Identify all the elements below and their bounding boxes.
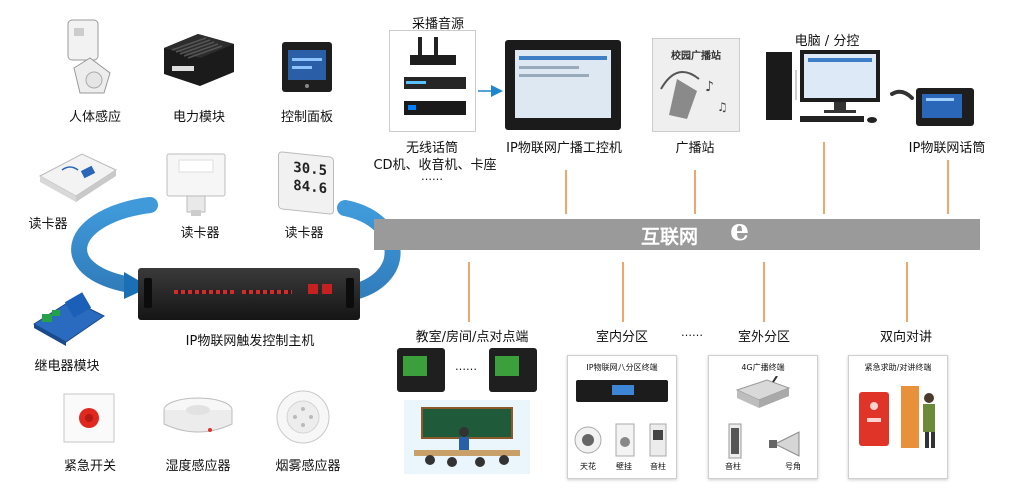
classroom-dots: ……	[455, 360, 477, 373]
outdoor-box-title: 4G广播终端	[741, 363, 785, 372]
svg-text:♫: ♫	[717, 100, 728, 114]
card-reader-label-3: 读卡器	[284, 226, 324, 241]
left-curve-arrow	[71, 197, 158, 293]
host-indicator-strip-2	[242, 290, 292, 294]
connector-intercom	[906, 262, 908, 322]
connector-workstation	[565, 170, 567, 214]
classroom-panel: ……	[393, 344, 543, 399]
control-panel-label: 控制面板	[280, 110, 333, 125]
sources-box	[389, 30, 476, 132]
emergency-switch-label: 紧急开关	[63, 459, 116, 474]
internet-bus: 互联网 e	[374, 213, 980, 250]
connector-outdoor	[763, 262, 765, 322]
outdoor-speakers-icon	[728, 423, 800, 459]
workstation-label: IP物联网广播工控机	[506, 141, 622, 156]
trigger-host-device	[138, 268, 360, 320]
intercom-box: 紧急求助/对讲终端	[848, 355, 948, 479]
relay-module-label: 继电器模块	[34, 359, 100, 374]
sources-line3: ……	[421, 170, 443, 183]
card-reader-icon	[38, 153, 118, 202]
zone-classroom-label: 教室/房间/点对点端	[415, 330, 529, 345]
indoor-box-title: IP物联网八分区终端	[586, 363, 658, 372]
control-panel-icon	[282, 42, 332, 92]
zone-outdoor-label: 室外分区	[737, 330, 790, 345]
human-sensor-label: 人体感应	[68, 110, 121, 125]
eight-zone-terminal-icon	[576, 380, 668, 402]
4g-terminal-icon	[735, 376, 791, 408]
sources-line1: 无线话筒	[405, 141, 458, 156]
zone-intercom-label: 双向对讲	[879, 330, 932, 345]
indoor-item-3: 音柱	[650, 462, 666, 471]
card-reader-label-1: 读卡器	[28, 217, 68, 232]
zone-indoor-label: 室内分区	[595, 330, 648, 345]
indoor-item-1: 天花	[580, 462, 596, 471]
humidity-sensor-icon	[163, 397, 233, 433]
computer-icon	[766, 50, 880, 123]
right-curve-arrow	[337, 200, 401, 301]
terminal-device-1	[397, 348, 445, 392]
indoor-speakers-icon	[574, 423, 667, 457]
station-sign: 校园广播站	[671, 51, 721, 62]
humidity-sensor-label: 湿度感应器	[165, 459, 231, 474]
ie-logo-icon: e	[730, 213, 750, 248]
indoor-item-2: 壁挂	[616, 462, 632, 471]
host-indicator-strip-1	[174, 290, 234, 294]
intercom-box-title: 紧急求助/对讲终端	[864, 363, 932, 372]
broadcast-station-icon: 校园广播站 ♪ ♫	[652, 38, 740, 132]
power-module-icon	[164, 34, 234, 86]
connector-computer	[823, 142, 825, 214]
paging-mic-icon	[890, 88, 974, 126]
thermo-display-icon: 30.5 84.6	[278, 151, 334, 215]
sources-line2: CD机、收音机、卡座	[373, 158, 497, 173]
human-sensor-icon	[67, 19, 111, 94]
outdoor-zone-box: 4G广播终端 音柱 号角	[708, 355, 818, 479]
power-module-label: 电力模块	[172, 110, 225, 125]
relay-module-icon	[33, 292, 105, 346]
indoor-zone-box: IP物联网八分区终端 天花 壁挂 音柱	[567, 355, 677, 479]
computer-title: 电脑 / 分控	[794, 34, 860, 49]
station-label: 广播站	[675, 141, 715, 156]
svg-text:♪: ♪	[705, 79, 714, 95]
smoke-sensor-label: 烟雾感应器	[275, 459, 341, 474]
classroom-illustration	[404, 400, 530, 474]
wireless-mic-icon	[404, 37, 466, 115]
emergency-switch-icon	[63, 393, 115, 443]
connector-classroom	[468, 262, 470, 322]
paging-mic-label: IP物联网话筒	[908, 141, 986, 156]
connector-paging-mic	[947, 160, 949, 214]
sources-title: 采播音源	[411, 17, 464, 32]
outdoor-item-2: 号角	[785, 462, 801, 471]
card-reader-light-icon	[166, 153, 226, 216]
host-label: IP物联网触发控制主机	[185, 334, 315, 349]
smoke-sensor-icon	[276, 390, 330, 444]
display-value-2: 84.6	[293, 177, 327, 198]
broadcast-workstation-icon	[505, 40, 621, 130]
internet-bus-label: 互联网	[641, 226, 699, 248]
display-value-1: 30.5	[293, 159, 327, 180]
card-reader-label-2: 读卡器	[180, 226, 220, 241]
outdoor-item-1: 音柱	[725, 462, 741, 471]
intercom-terminal-icon	[859, 386, 935, 448]
zone-dots: ……	[681, 326, 703, 339]
connector-indoor	[622, 262, 624, 322]
terminal-device-2	[489, 348, 537, 392]
connector-station	[694, 170, 696, 214]
